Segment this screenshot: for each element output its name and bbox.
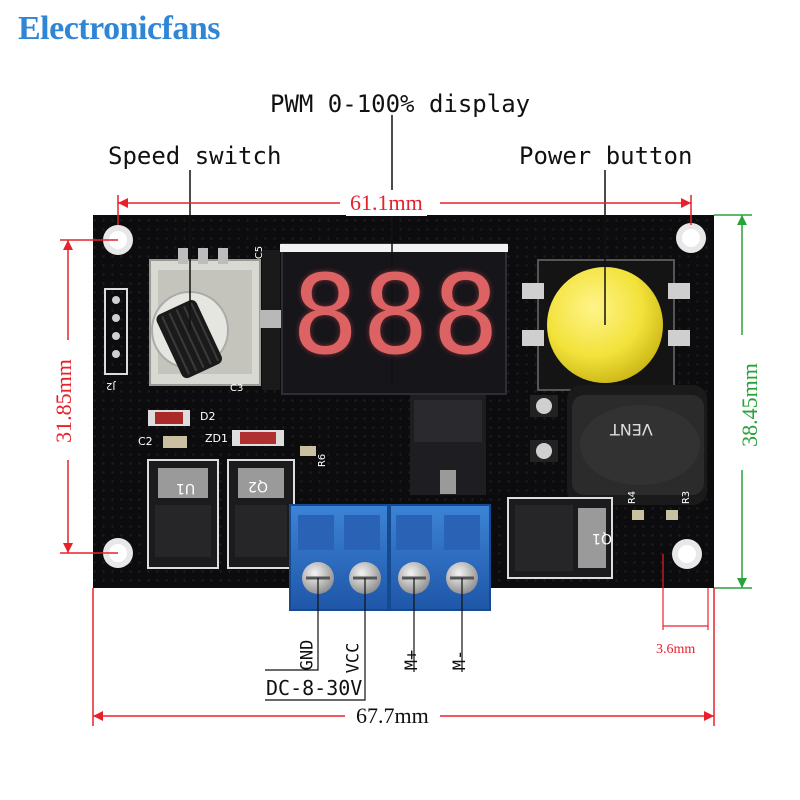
seven-segment-digits: 888 [292,251,503,379]
terminal-gnd-label: GND [297,639,318,671]
silk-q1: Q1 [592,530,612,546]
speed-potentiometer [149,248,261,386]
silk-q2: Q2 [248,478,268,494]
silk-c5: C5 [254,245,266,260]
dim-hole-width [117,195,692,225]
silk-u1: U1 [176,480,196,496]
dim-label-3-6: 3.6mm [656,642,696,657]
silk-d2: D2 [200,410,216,423]
dim-hole-offset [662,554,709,630]
terminal-mplus-label: M+ [402,649,423,671]
silk-zd1: ZD1 [205,432,229,445]
dim-hole-height [60,239,118,554]
regulator-u1 [147,459,219,569]
dim-label-61-1: 61.1mm [346,190,427,216]
seven-segment-display [280,243,508,395]
dim-board-height [714,214,752,589]
dim-label-31-85: 31.85mm [50,355,77,447]
terminal-block-right [389,504,491,611]
mounting-hole-tr [676,223,706,253]
terminal-mminus-label: M- [450,649,471,671]
power-button-cap [522,259,690,391]
speed-switch-label: Speed switch [108,142,282,170]
buzzer [567,385,707,505]
terminal-block-left [289,504,389,611]
silk-c3: C3 [230,383,244,394]
mosfet-middle [410,395,486,495]
dim-board-width [92,588,715,726]
dim-label-38-45: 38.45mm [736,359,763,451]
pwm-display-label: PWM 0-100% display [270,90,531,118]
silk-r3: R3 [681,490,693,505]
buzzer-label: VENT [610,420,653,439]
transistor-q1 [507,497,613,579]
silk-r4: R4 [627,490,639,505]
power-button-label: Power button [519,142,693,170]
vcc-leader [265,578,366,701]
dim-label-67-7: 67.7mm [352,703,433,729]
brand-logo: Electronicfans [18,10,221,47]
silk-r6: R6 [317,453,329,468]
silk-j2: J2 [106,380,116,391]
silk-c2: C2 [138,435,153,448]
mounting-hole-br [672,539,702,569]
terminal-vcc-label: VCC [343,642,364,674]
gnd-leader [265,578,319,671]
transistor-q2 [227,459,295,569]
supply-voltage-label: DC-8-30V [266,676,363,700]
